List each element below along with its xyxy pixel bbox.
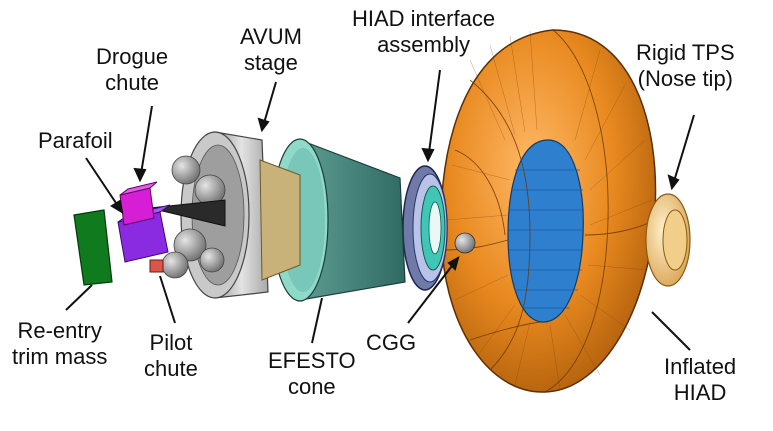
arrow-reentry-trim-mass <box>65 284 93 311</box>
avum-tank-structure <box>259 159 301 281</box>
label-inflated-hiad: Inflated HIAD <box>664 354 737 405</box>
label-reentry-trim-mass: Re-entry trim mass <box>12 318 108 369</box>
arrow-inflated-hiad <box>651 311 691 351</box>
arrow-cgg <box>407 257 459 324</box>
arrow-drogue-chute <box>139 105 153 181</box>
pilot-chute-pack <box>149 259 164 273</box>
label-cgg: CGG <box>366 330 417 355</box>
arrow-efesto-cone <box>311 297 323 344</box>
inflated-hiad <box>440 29 657 393</box>
cgg-sphere <box>454 232 476 254</box>
hiad-interface-assembly <box>402 165 448 291</box>
arrow-pilot-chute <box>159 275 176 324</box>
drogue-chute-pack <box>119 181 158 226</box>
label-drogue-chute: Drogue chute <box>96 44 169 95</box>
hiad-radial-ribs <box>446 30 653 391</box>
label-hiad-interface: HIAD interface assembly <box>352 6 496 57</box>
label-rigid-tps: Rigid TPS (Nose tip) <box>636 40 735 91</box>
label-pilot-chute: Pilot chute <box>144 330 198 381</box>
avum-stage <box>149 131 301 299</box>
arrow-rigid-tps <box>671 114 695 189</box>
label-parafoil: Parafoil <box>38 128 113 153</box>
label-efesto-cone: EFESTO cone <box>268 348 356 399</box>
arrow-hiad-interface <box>427 69 441 161</box>
leader-arrows <box>65 69 695 351</box>
hiad-inner-hole <box>507 139 584 323</box>
label-avum-stage: AVUM stage <box>240 24 302 75</box>
rigid-tps-nose-tip <box>645 193 691 287</box>
hiad-hole-stripes <box>509 169 584 309</box>
reentry-trim-mass <box>73 209 113 286</box>
avum-nozzle <box>149 199 226 227</box>
